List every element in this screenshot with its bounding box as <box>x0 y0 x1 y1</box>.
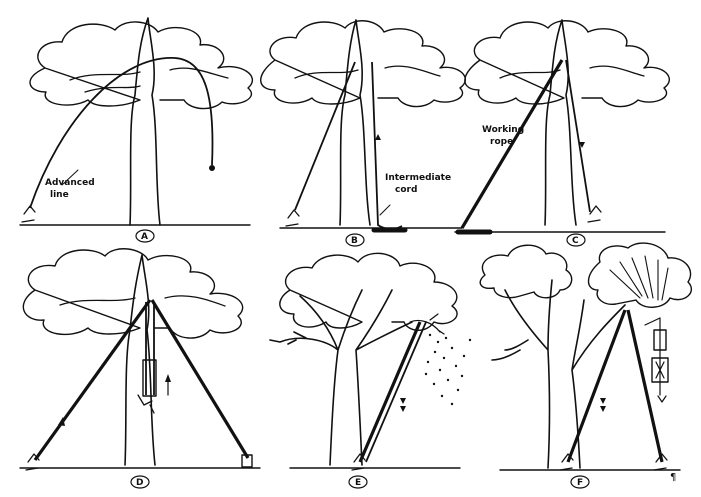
panel-e: E <box>270 253 471 488</box>
panel-f-left-canopy <box>480 245 571 298</box>
panel-f-descender-device-detail <box>645 318 668 402</box>
panel-b-advanced-line <box>295 62 355 210</box>
panel-e-second-rope <box>366 322 426 462</box>
panel-d: D <box>20 249 260 488</box>
panel-b-branch-lines <box>295 66 440 78</box>
panel-e-canopy <box>280 253 457 330</box>
panel-f-trunk <box>492 280 625 468</box>
panel-e-letter: E <box>355 478 361 488</box>
panel-a-climber <box>22 206 35 222</box>
panel-c: Working rope C <box>455 20 669 246</box>
corner-mark: ¶ <box>670 472 676 483</box>
panel-f-letter: F <box>577 478 583 488</box>
panel-f-down-arrows <box>600 398 606 412</box>
panel-f: F <box>480 243 691 488</box>
panel-e-falling-debris <box>425 334 471 405</box>
panel-b-canopy <box>261 21 466 107</box>
panel-d-up-arrow <box>165 374 171 382</box>
panel-c-label-line2: rope <box>490 137 513 147</box>
panel-a-trunk <box>130 18 160 225</box>
panel-f-ground-figures <box>560 454 667 470</box>
panel-e-down-arrows <box>400 398 406 412</box>
panel-a-label-line1: Advanced <box>45 178 95 188</box>
panel-b-trunk <box>340 20 370 225</box>
panel-a-throw-weight <box>209 165 215 171</box>
panel-e-branches <box>270 290 412 465</box>
panel-b: Intermediate cord B <box>261 20 466 246</box>
panel-b-intermediate-cord <box>372 62 402 229</box>
panel-c-label-line1: Working <box>482 125 524 135</box>
panel-b-label-leader <box>380 205 390 215</box>
panel-d-branch-lines <box>60 296 225 306</box>
panel-b-label-line2: cord <box>395 185 417 195</box>
panel-b-letter: B <box>351 236 358 246</box>
panel-f-right-rope <box>628 310 662 462</box>
panel-b-climber <box>286 210 299 226</box>
panel-f-left-rope <box>568 310 625 462</box>
panel-f-foliage-lines <box>610 256 668 300</box>
panel-a-canopy <box>30 22 252 109</box>
panel-c-branch-lines <box>500 66 644 78</box>
panel-c-letter: C <box>572 236 579 246</box>
panel-b-label-line1: Intermediate <box>385 173 451 183</box>
panel-d-left-rope <box>35 300 150 460</box>
panel-d-letter: D <box>136 478 143 488</box>
panel-b-arrow <box>375 134 381 140</box>
panel-a-letter: A <box>141 232 148 242</box>
panel-a-label-line2: line <box>50 190 69 200</box>
panel-c-trunk <box>545 20 576 225</box>
panel-a: Advanced line A <box>20 18 252 242</box>
